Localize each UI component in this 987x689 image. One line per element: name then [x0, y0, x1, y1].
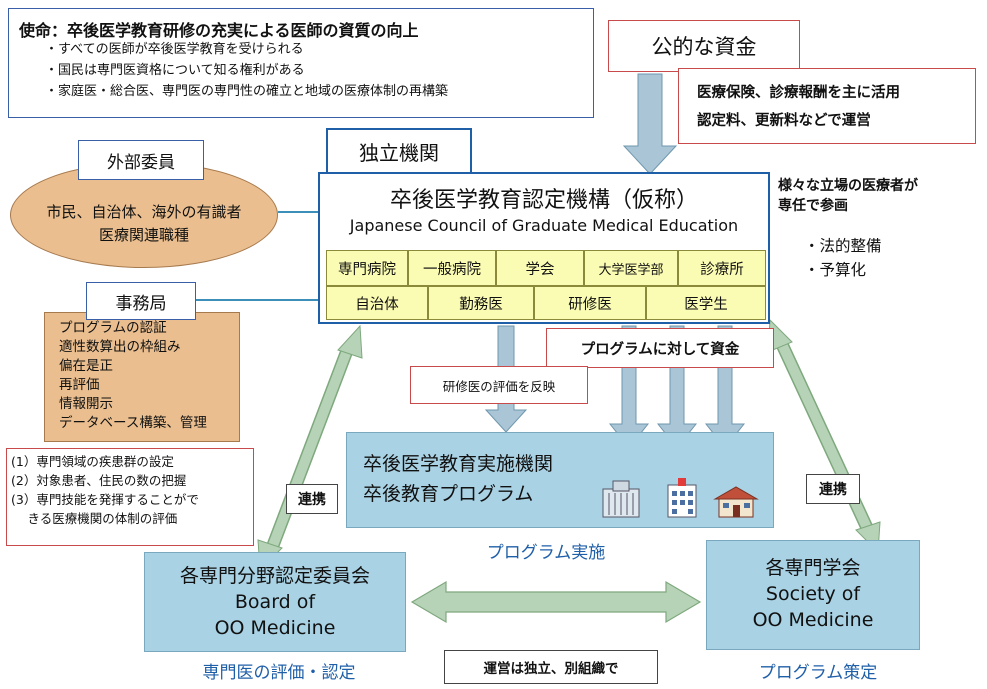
funds-note-line: 認定料、更新料などで運営: [697, 113, 871, 129]
member-cell: 研修医: [534, 286, 646, 320]
board-society-arrow: [410, 580, 702, 624]
institution-line: 卒後教育プログラム: [363, 483, 534, 505]
member-cell: 診療所: [678, 250, 766, 286]
operation-label: 運営は独立、別組織で: [444, 650, 658, 684]
coop-right-arrow: [767, 318, 881, 554]
evaluation-reflect-label: 研修医の評価を反映: [410, 366, 588, 404]
mission-bullet: 家庭医・総合医、専門医の専門性の確立と地域の医療体制の再構築: [45, 81, 448, 102]
member-cell: 学会: [496, 250, 584, 286]
member-cell: 医学生: [646, 286, 766, 320]
institution-line: 卒後医学教育実施機関: [363, 453, 554, 475]
secretariat-box: プログラムの認証 適性数算出の枠組み 偏在是正 再評価 情報開示 データベース構…: [44, 312, 240, 442]
secretariat-item: 偏在是正: [59, 358, 113, 374]
member-cell: 勤務医: [428, 286, 534, 320]
member-cell: 大学医学部: [584, 250, 678, 286]
board-box: 各専門分野認定委員会 Board of OO Medicine: [144, 552, 406, 652]
funds-note-line: 医療保険、診療報酬を主に活用: [697, 85, 900, 101]
coop-left-label: 連携: [286, 484, 338, 514]
council-list: ・法的整備 ・予算化: [804, 234, 954, 282]
council-list-item: ・予算化: [804, 261, 867, 279]
society-box: 各専門学会 Society of OO Medicine: [706, 540, 920, 650]
secretariat-item: プログラムの認証: [59, 320, 167, 336]
secretariat-item: 再評価: [59, 377, 100, 393]
board-line: 各専門分野認定委員会: [179, 565, 370, 587]
tasks-box: (1）専門領域の疾患群の設定 (2）対象患者、住民の数の把握 (3）専門技能を発…: [6, 448, 254, 546]
independent-org-label: 独立機関: [326, 128, 472, 174]
secretariat-label: 事務局: [86, 282, 196, 320]
council-note-line: 様々な立場の医療者が: [778, 178, 918, 194]
public-funds-box: 公的な資金: [608, 20, 800, 72]
secretariat-item: 適性数算出の枠組み: [59, 339, 181, 355]
program-funds-label: プログラムに対して資金: [546, 328, 774, 368]
board-caption: 専門医の評価・認定: [202, 663, 356, 683]
secretariat-item: データベース構築、管理: [59, 415, 207, 431]
mission-title: 使命：卒後医学教育研修の充実による医師の資質の向上: [19, 21, 419, 40]
task-item: (1）専門領域の疾患群の設定: [11, 454, 174, 469]
hospital-building-icon: [667, 478, 697, 518]
mission-bullets: すべての医師が卒後医学教育を受けられる 国民は専門医資格について知る権利がある …: [45, 39, 448, 102]
council-name-en: Japanese Council of Graduate Medical Edu…: [349, 216, 739, 235]
council-name-jp: 卒後医学教育認定機構（仮称）: [389, 188, 698, 213]
funds-note-box: 医療保険、診療報酬を主に活用 認定料、更新料などで運営: [678, 68, 976, 144]
board-line: OO Medicine: [214, 617, 336, 639]
council-list-item: ・法的整備: [804, 237, 882, 255]
member-cell: 専門病院: [326, 250, 408, 286]
member-cell: 自治体: [326, 286, 428, 320]
council-box: 卒後医学教育認定機構（仮称） Japanese Council of Gradu…: [318, 172, 770, 324]
society-line: 各専門学会: [765, 557, 861, 579]
university-building-icon: [602, 480, 640, 518]
funds-arrow: [622, 73, 678, 175]
external-line: 医療関連職種: [98, 226, 189, 244]
external-line: 市民、自治体、海外の有識者: [46, 203, 242, 221]
external-members-label: 外部委員: [78, 140, 204, 180]
coop-right-label: 連携: [806, 474, 860, 504]
council-note: 様々な立場の医療者が 専任で参画: [778, 176, 978, 216]
mission-bullet: 国民は専門医資格について知る権利がある: [45, 60, 448, 81]
clinic-building-icon: [713, 486, 759, 518]
implementation-caption: プログラム実施: [486, 543, 606, 563]
member-cell: 一般病院: [408, 250, 496, 286]
board-line: Board of: [234, 591, 316, 613]
society-line: OO Medicine: [752, 609, 874, 631]
council-note-line: 専任で参画: [778, 198, 848, 214]
mission-box: 使命：卒後医学教育研修の充実による医師の資質の向上 すべての医師が卒後医学教育を…: [8, 8, 594, 118]
society-line: Society of: [765, 583, 861, 605]
task-item: (2）対象患者、住民の数の把握: [11, 473, 187, 488]
mission-bullet: すべての医師が卒後医学教育を受けられる: [45, 39, 448, 60]
task-item: きる医療機関の体制の評価: [11, 511, 178, 526]
society-caption: プログラム策定: [758, 663, 878, 683]
training-institution-box: 卒後医学教育実施機関 卒後教育プログラム: [346, 432, 774, 528]
task-item: (3）専門技能を発揮することがで: [11, 492, 199, 507]
secretariat-item: 情報開示: [59, 396, 113, 412]
